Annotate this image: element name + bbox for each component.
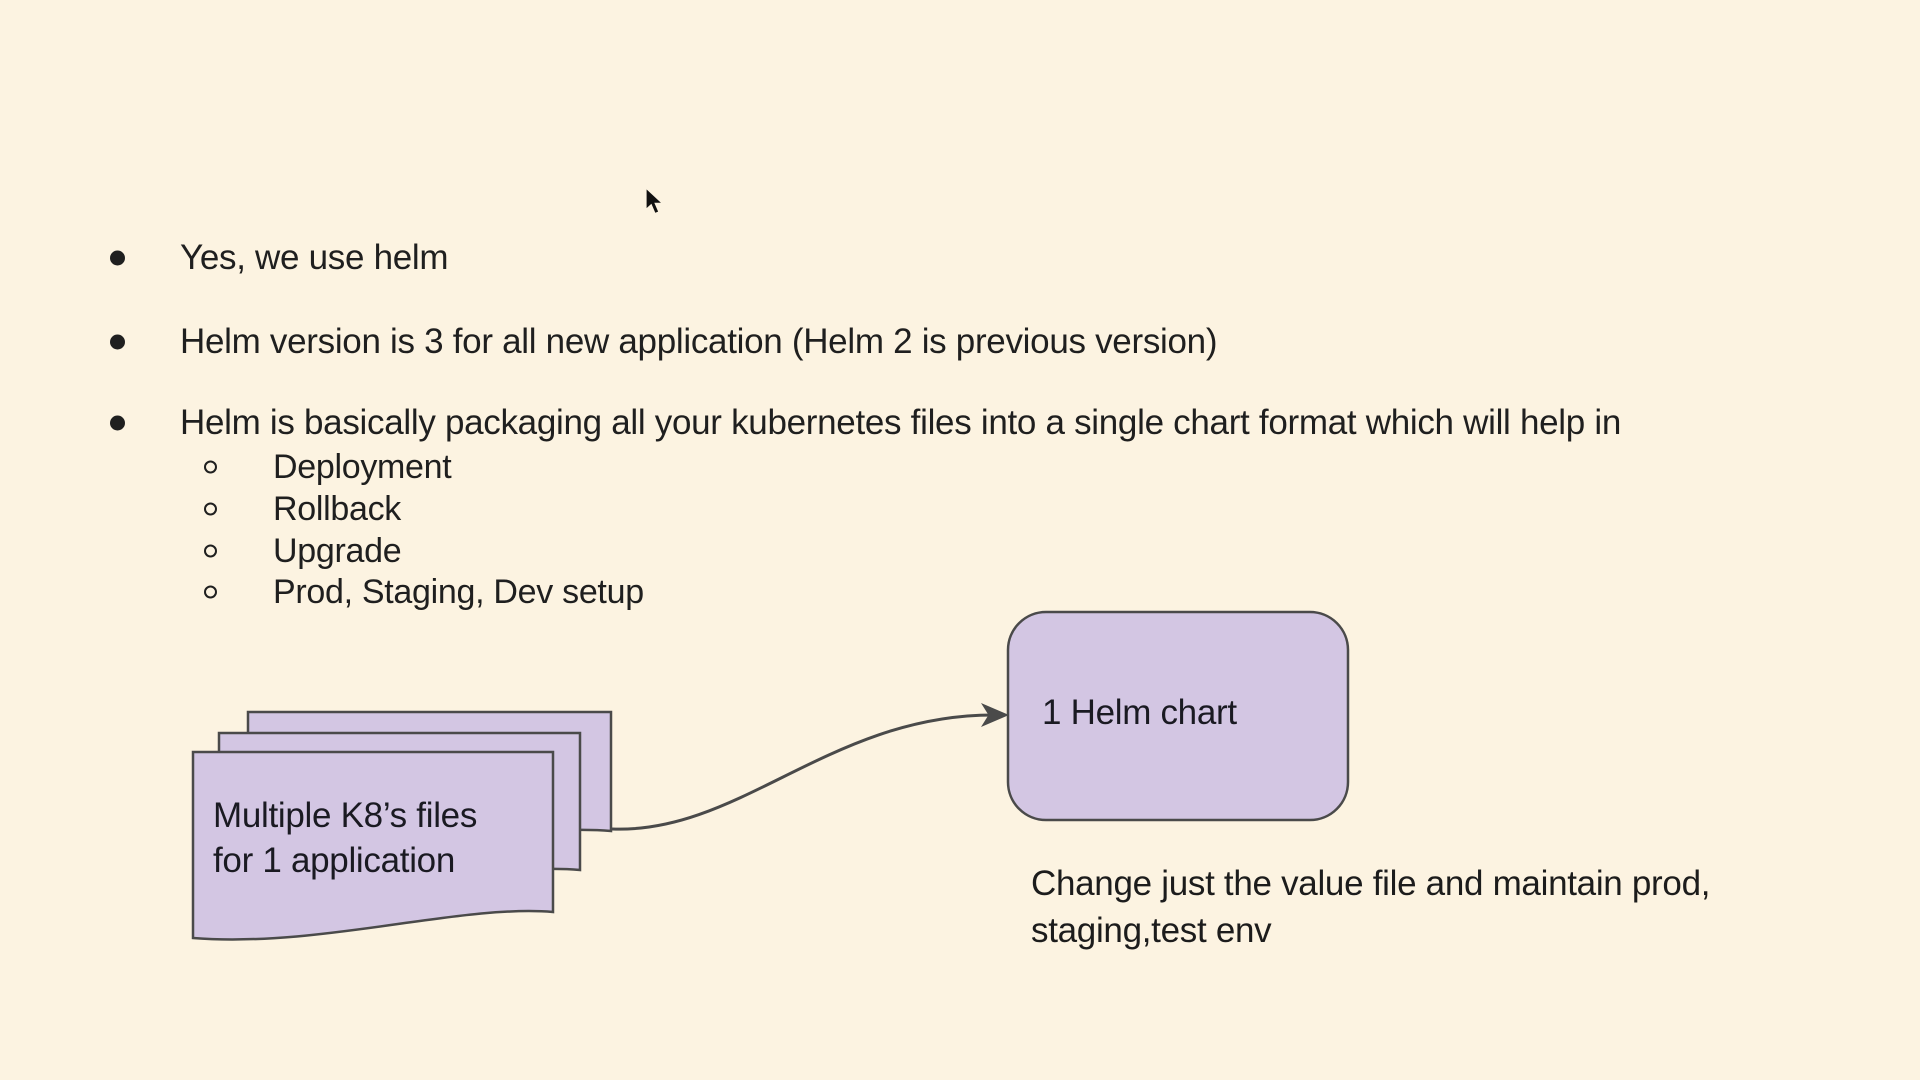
sub-bullet-text: Upgrade (273, 532, 402, 570)
caption-line2: staging,test env (1031, 911, 1272, 950)
bullet-item-2: Helm version is 3 for all new applicatio… (110, 320, 1218, 364)
caption-line1: Change just the value file and maintain … (1031, 864, 1711, 903)
hollow-bullet-dot (204, 585, 217, 599)
sub-bullet-rollback: Rollback (204, 488, 401, 530)
stack-label-line2: for 1 application (213, 841, 456, 880)
helm-chart-box[interactable] (1006, 610, 1350, 822)
connector-arrow[interactable] (611, 703, 1009, 831)
sub-bullet-envs: Prod, Staging, Dev setup (204, 571, 644, 613)
diagram-caption: Change just the value file and maintain … (1031, 860, 1710, 954)
hollow-bullet-dot (204, 544, 217, 558)
bullet-text: Yes, we use helm (180, 238, 449, 277)
stack-label-line1: Multiple K8’s files (213, 796, 478, 835)
bullet-item-3: Helm is basically packaging all your kub… (110, 401, 1621, 445)
document-sheet-front[interactable] (191, 750, 555, 941)
document-stack-label: Multiple K8’s files for 1 application (213, 793, 477, 883)
bullet-dot (110, 250, 125, 266)
mouse-cursor-icon (645, 187, 664, 215)
helm-chart-label: 1 Helm chart (1042, 691, 1237, 735)
bullet-dot (110, 334, 125, 350)
hollow-bullet-dot (204, 502, 217, 516)
sub-bullet-text: Deployment (273, 448, 452, 486)
helm-chart-label-text: 1 Helm chart (1042, 693, 1237, 732)
sub-bullet-upgrade: Upgrade (204, 530, 402, 572)
arrow-line (611, 713, 994, 831)
sub-bullet-text: Rollback (273, 490, 401, 528)
bullet-text: Helm version is 3 for all new applicatio… (180, 322, 1218, 361)
bullet-item-1: Yes, we use helm (110, 236, 449, 280)
hollow-bullet-dot (204, 460, 217, 474)
sub-bullet-text: Prod, Staging, Dev setup (273, 573, 644, 611)
sub-bullet-deployment: Deployment (204, 446, 452, 488)
document-stack-shape[interactable] (191, 710, 613, 941)
arrow-head-icon (981, 703, 1009, 727)
bullet-text: Helm is basically packaging all your kub… (180, 403, 1621, 442)
bullet-dot (110, 415, 125, 431)
